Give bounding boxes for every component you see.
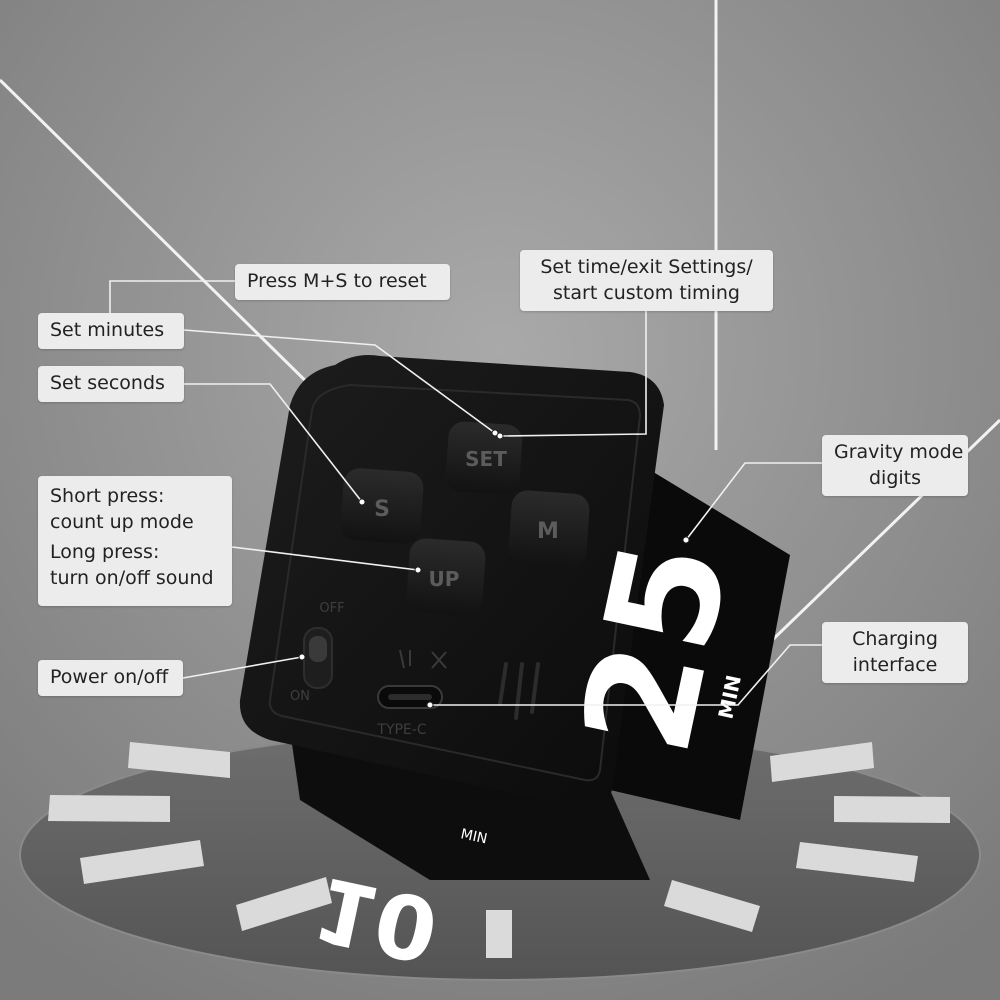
cube-right-side bbox=[610, 470, 790, 820]
callout-set-minutes-text: Set minutes bbox=[50, 319, 165, 341]
leader-endpoints bbox=[298, 429, 690, 709]
timer-cube: SET S M UP OFF ON TYPE-C bbox=[239, 355, 790, 982]
side-digits: 25 bbox=[550, 527, 764, 767]
callout-up-button: Short press: count up mode Long press: t… bbox=[38, 476, 232, 606]
set-button[interactable]: SET bbox=[445, 421, 524, 496]
callout-set-button: Set time/exit Settings/ start custom tim… bbox=[520, 250, 773, 311]
switch-off-label: OFF bbox=[319, 601, 344, 616]
callout-set-seconds: Set seconds bbox=[38, 366, 184, 402]
callout-up-line4: turn on/off sound bbox=[50, 567, 214, 589]
up-button[interactable]: UP bbox=[406, 537, 487, 616]
callout-charging-line1: Charging bbox=[852, 628, 938, 650]
callout-charging-line2: interface bbox=[852, 654, 938, 676]
switch-on-label: ON bbox=[290, 689, 310, 704]
usb-c-port bbox=[377, 685, 443, 709]
svg-text:S: S bbox=[374, 497, 390, 522]
platform-tick-marks bbox=[48, 742, 950, 958]
cube-bottom-side bbox=[290, 730, 650, 880]
callout-set-line1: Set time/exit Settings/ bbox=[540, 256, 753, 278]
callout-leader-lines bbox=[109, 280, 822, 706]
svg-text:M: M bbox=[537, 519, 559, 544]
svg-text:SET: SET bbox=[465, 447, 507, 471]
callout-reset-text: Press M+S to reset bbox=[247, 270, 427, 292]
mode-glyphs bbox=[399, 649, 447, 669]
bottom-unit: MIN bbox=[459, 826, 488, 847]
s-button[interactable]: S bbox=[340, 467, 425, 544]
port-label: TYPE-C bbox=[376, 722, 426, 738]
callout-set-line2: start custom timing bbox=[553, 282, 740, 304]
m-button[interactable]: M bbox=[508, 489, 591, 568]
callout-gravity: Gravity mode digits bbox=[822, 435, 968, 496]
svg-text:UP: UP bbox=[429, 567, 460, 591]
callout-reset: Press M+S to reset bbox=[235, 264, 450, 300]
bottom-digits: 10 bbox=[305, 856, 446, 982]
callout-charging: Charging interface bbox=[822, 622, 968, 683]
callout-gravity-line2: digits bbox=[868, 467, 922, 489]
callout-gravity-line1: Gravity mode bbox=[834, 441, 964, 463]
callout-up-line2: count up mode bbox=[50, 511, 194, 533]
power-switch[interactable] bbox=[303, 627, 333, 689]
speaker-grille bbox=[498, 662, 540, 720]
callout-set-seconds-text: Set seconds bbox=[50, 372, 165, 394]
callout-up-line1: Short press: bbox=[50, 485, 165, 507]
callout-set-minutes: Set minutes bbox=[38, 313, 184, 349]
callout-power-text: Power on/off bbox=[50, 666, 169, 688]
callout-up-line3: Long press: bbox=[50, 541, 160, 563]
callout-power: Power on/off bbox=[38, 660, 183, 696]
